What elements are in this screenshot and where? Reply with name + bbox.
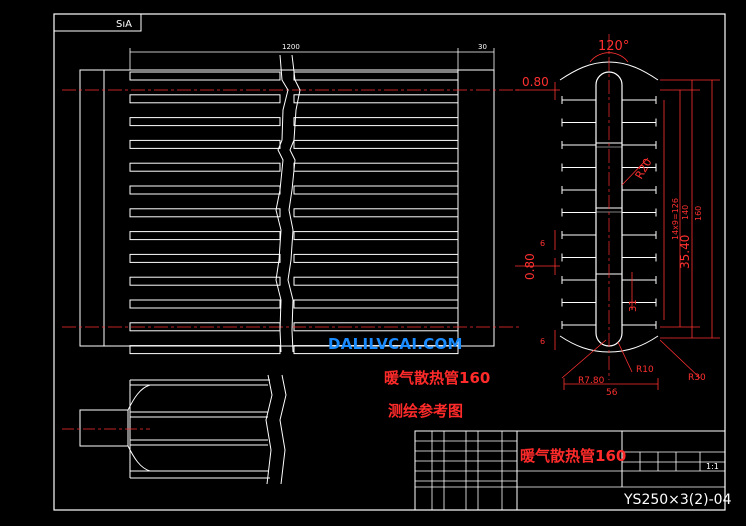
fin-right xyxy=(293,253,459,263)
dim-56: 56 xyxy=(606,388,618,398)
detail-view xyxy=(62,374,287,485)
watermark: DALILVCAI.COM xyxy=(328,335,463,353)
title-block-name: 暖气散热管160 xyxy=(520,447,626,465)
fin-right xyxy=(293,345,459,355)
fins-left xyxy=(129,71,281,355)
dim-160: 160 xyxy=(694,206,703,221)
fin-right xyxy=(293,71,459,81)
fin-right xyxy=(293,276,459,286)
fin-right xyxy=(293,139,459,149)
dim-080-top: 0.80 xyxy=(522,75,549,89)
dim-120-deg: 120° xyxy=(598,39,629,54)
front-view: 1200 30 xyxy=(62,43,520,355)
dim-r20: R20 xyxy=(633,156,655,181)
side-fins xyxy=(561,96,657,329)
fin-right xyxy=(293,185,459,195)
title-red: 暖气散热管160 xyxy=(384,369,490,387)
dim-r30: R30 xyxy=(688,373,706,383)
fin-left xyxy=(129,94,281,104)
fin-right xyxy=(293,162,459,172)
fin-right xyxy=(293,231,459,241)
dim-r780: R7.80 xyxy=(578,376,605,386)
fin-left xyxy=(129,117,281,127)
fin-left xyxy=(129,253,281,263)
dim-31: 31 xyxy=(628,299,639,312)
fin-right xyxy=(293,208,459,218)
title-block: 暖气散热管160 1:1 YS250×3(2)-04 xyxy=(414,430,732,511)
dim-6a: 6 xyxy=(540,239,545,248)
drawing-border xyxy=(53,13,726,511)
fin-right xyxy=(293,117,459,127)
fin-left xyxy=(129,162,281,172)
fins-right xyxy=(293,71,459,355)
fin-right xyxy=(293,94,459,104)
corner-label-box xyxy=(53,13,142,32)
dim-pitch: 14x9=126 xyxy=(671,198,680,240)
fin-left xyxy=(129,185,281,195)
dim-1200: 1200 xyxy=(282,43,300,51)
fin-left xyxy=(129,71,281,81)
fin-left xyxy=(129,345,281,355)
fin-left xyxy=(129,276,281,286)
dim-6b: 6 xyxy=(540,337,545,346)
dim-r10: R10 xyxy=(636,365,654,375)
fin-left xyxy=(129,299,281,309)
side-view: 120° 0.80 0.80 6 6 R20 14x9=126 140 160 … xyxy=(515,34,720,398)
dim-3540: 35.40 xyxy=(678,235,692,269)
subtitle-red: 测绘参考图 xyxy=(388,402,463,420)
title-block-scale: 1:1 xyxy=(706,462,719,471)
fin-right xyxy=(293,299,459,309)
dim-30: 30 xyxy=(478,43,487,51)
dim-140: 140 xyxy=(681,205,690,220)
fin-left xyxy=(129,139,281,149)
corner-label: SıA xyxy=(116,19,132,30)
title-block-drawing-no: YS250×3(2)-04 xyxy=(623,492,732,508)
fin-left xyxy=(129,208,281,218)
dim-080-mid: 0.80 xyxy=(523,253,537,280)
fin-left xyxy=(129,231,281,241)
